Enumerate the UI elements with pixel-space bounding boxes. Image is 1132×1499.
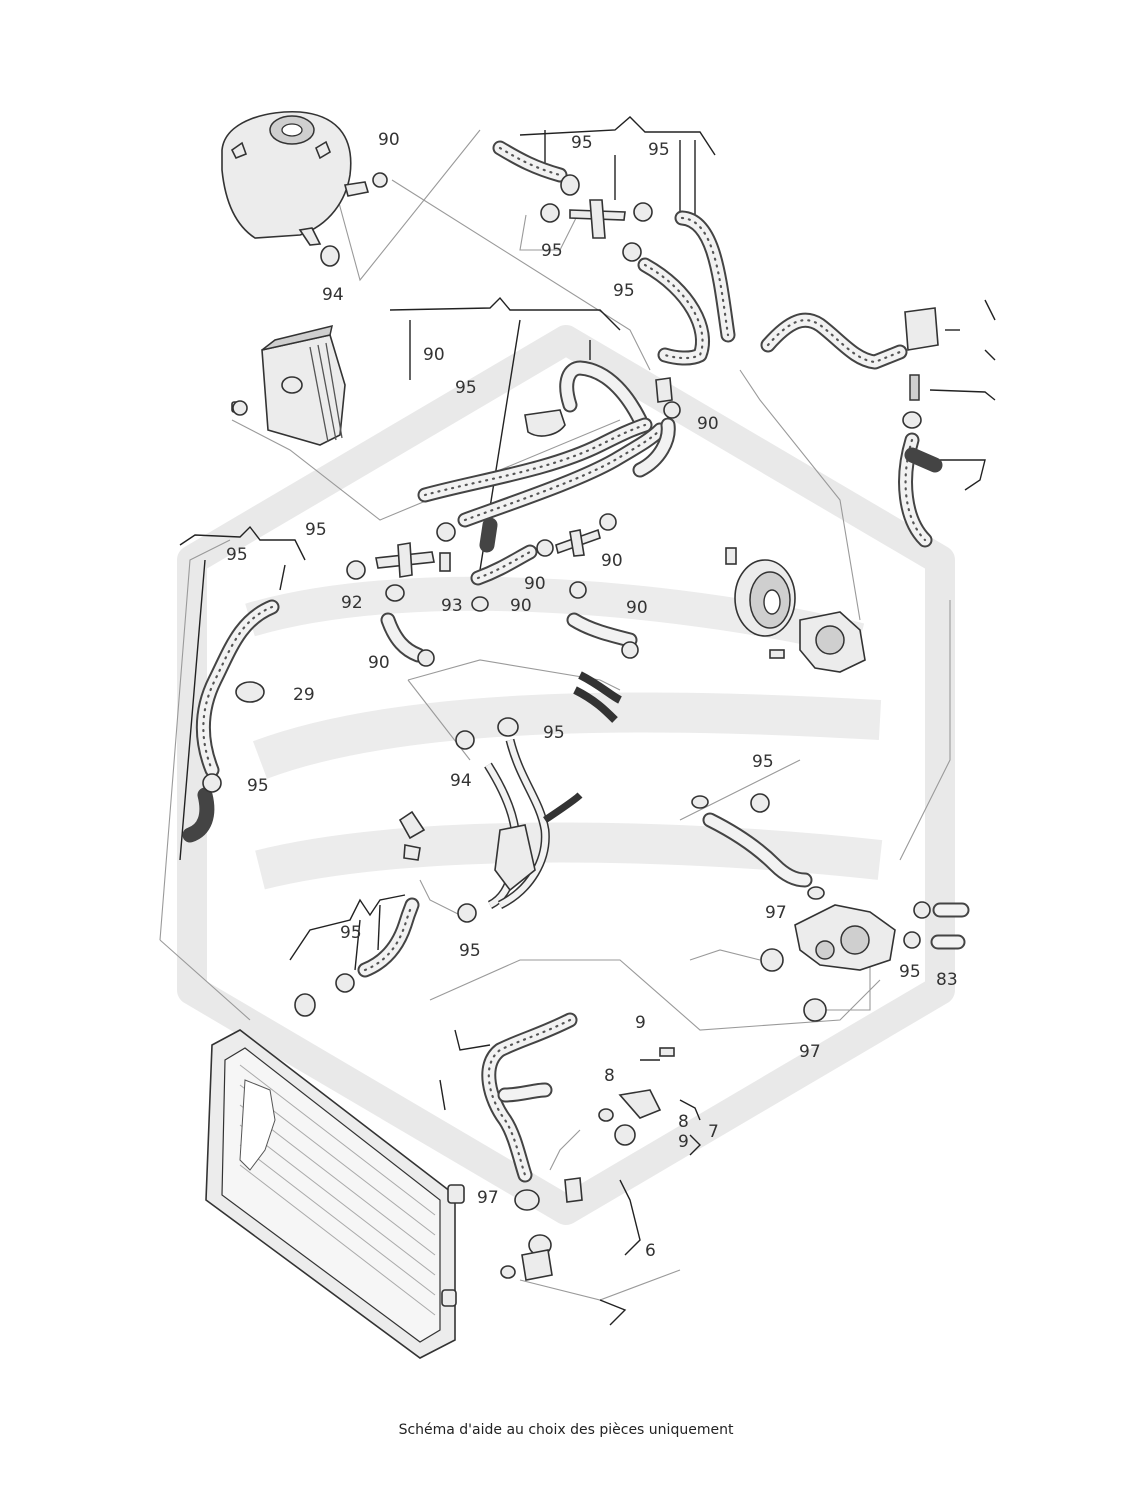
label-lower-hose-95: 95	[247, 776, 269, 796]
label-radiator-97: 97	[477, 1188, 499, 1208]
label-thermo-8-top: 8	[604, 1066, 615, 1086]
thermostat-housing[interactable]	[614, 904, 896, 1146]
leader-lines	[159, 129, 951, 1301]
label-thermo-9: 9	[678, 1132, 689, 1152]
caption: Schéma d'aide au choix des pièces unique…	[398, 1422, 734, 1438]
label-crossover-95: 95	[543, 723, 565, 743]
label-thermo-7: 7	[708, 1122, 719, 1142]
label-thermo-9-top: 9	[635, 1013, 646, 1033]
label-right-pipe-95: 95	[752, 752, 774, 772]
label-housing-97: 97	[765, 903, 787, 923]
label-pipe-95: 95	[455, 378, 477, 398]
label-top-clamp-b: 95	[648, 140, 670, 160]
label-lower-center-95: 95	[459, 941, 481, 961]
hose-clamps[interactable]	[202, 172, 931, 1279]
label-bottom-97: 97	[799, 1042, 821, 1062]
coolant-sensor[interactable]	[521, 1177, 583, 1281]
label-top-clamp-a: 95	[571, 133, 593, 153]
label-pipe-90: 90	[423, 345, 445, 365]
metal-pipes[interactable]	[398, 671, 622, 910]
label-thermo-8: 8	[678, 1112, 689, 1132]
label-left-bracket-95: 95	[226, 545, 248, 565]
label-tank-outlet-clamp: 94	[322, 285, 344, 305]
label-mid-90-b: 90	[524, 574, 546, 594]
radiator[interactable]	[205, 1029, 465, 1359]
label-tank-clamp: 90	[378, 130, 400, 150]
label-tee-clamp-92: 92	[341, 593, 363, 613]
label-crossover-94: 94	[450, 771, 472, 791]
bracket-lines	[179, 116, 996, 1326]
label-ring-29: 29	[293, 685, 315, 705]
expansion-tank[interactable]	[221, 110, 370, 246]
label-housing-95: 95	[899, 962, 921, 982]
label-top-clamp-c: 95	[541, 241, 563, 261]
label-mid-90-c: 90	[510, 596, 532, 616]
label-sensor-93: 93	[441, 596, 463, 616]
label-mid-clamp-90: 90	[697, 414, 719, 434]
label-sensor-6: 6	[645, 1241, 656, 1261]
label-mid-90-d: 90	[626, 598, 648, 618]
coolant-hoses[interactable]	[182, 140, 970, 1183]
oil-cooler[interactable]	[231, 324, 346, 446]
label-mid-90-a: 90	[601, 551, 623, 571]
label-left-clamp-95: 95	[305, 520, 327, 540]
part-labels: 90 94 95 95 95 95 90 95 90 95 95 92 93 9…	[226, 130, 958, 1261]
label-lower-bracket-95: 95	[340, 923, 362, 943]
label-lower-left-90: 90	[368, 653, 390, 673]
label-top-clamp-d: 95	[613, 281, 635, 301]
tee-connectors[interactable]	[375, 199, 939, 578]
label-housing-83: 83	[936, 970, 958, 990]
water-pump[interactable]	[725, 547, 866, 673]
